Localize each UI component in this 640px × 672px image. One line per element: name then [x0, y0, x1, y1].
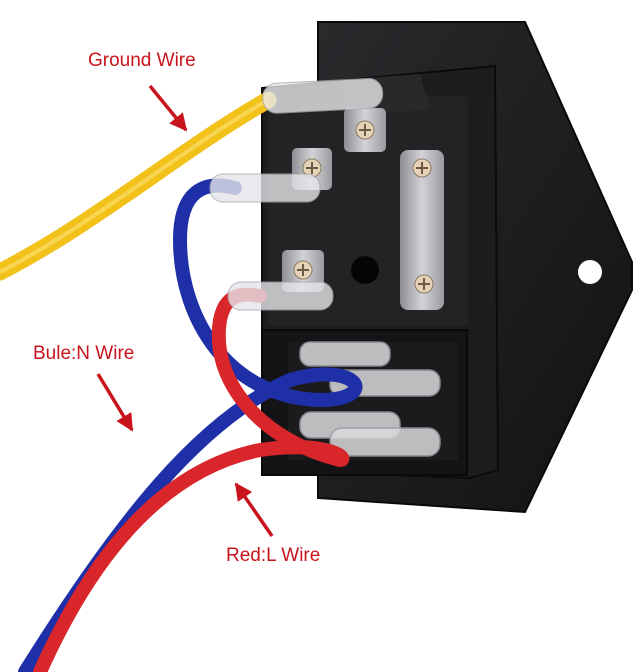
ground-arrow: [148, 84, 188, 132]
ground-connector: [262, 77, 384, 114]
live-connector: [227, 281, 334, 311]
live-wire-label: Red:L Wire: [226, 545, 321, 566]
neutral-wire-label: Bule:N Wire: [33, 343, 135, 364]
mounting-hole: [578, 260, 602, 284]
neutral-arrow: [96, 373, 134, 432]
terminal-top: [344, 108, 386, 152]
live-arrow: [234, 482, 274, 537]
terminal-right-strap: [400, 150, 444, 310]
live-wire: [33, 287, 350, 672]
neutral-wire: [18, 178, 363, 672]
ground-wire-label: Ground Wire: [88, 50, 196, 71]
neutral-connector: [209, 173, 321, 203]
center-hole: [351, 256, 379, 284]
